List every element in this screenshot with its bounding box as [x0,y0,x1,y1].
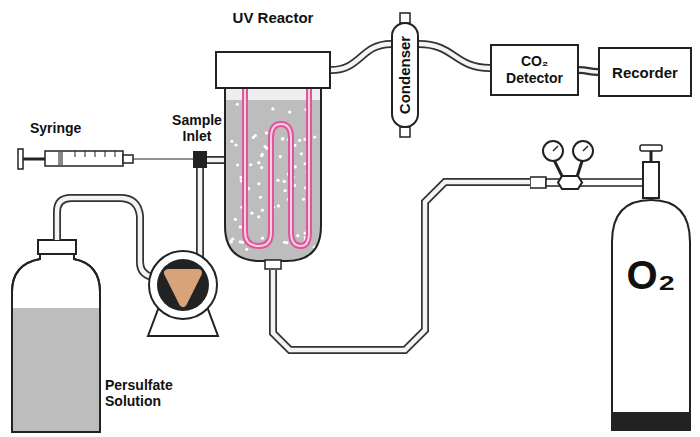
syringe-label: Syringe [30,120,100,136]
vessel-wall [225,88,321,261]
gas-bubble [236,163,239,166]
tube-outline [331,44,391,70]
gas-tube [419,44,490,68]
gas-bubble [313,135,316,138]
gas-tube [331,44,391,70]
gas-bubble [260,166,263,169]
gas-bubble [298,139,301,142]
hose-nut [530,177,546,188]
condenser: Condenser [391,22,419,128]
tube-bore [419,44,490,68]
tube-bore [579,70,598,72]
gas-bubble [252,136,255,139]
gas-bubble [234,218,237,221]
peristaltic-pump [148,251,218,336]
node-text: Condenser [396,36,414,114]
gauge-needle [553,146,558,151]
node-text: Recorder [612,64,678,81]
sample-inlet-fitting [193,151,207,168]
gauge-needle [583,146,588,151]
gas-bubble [260,154,263,157]
gas-bubble [250,212,253,215]
gas-bubble [294,165,297,168]
inlet-label: Sample Inlet [166,112,228,144]
gas-bubble [276,179,279,182]
pressure-gauge [543,141,563,161]
regulator-body [558,176,582,189]
gas-inlet-fitting [265,260,281,269]
gas-bubble [230,140,233,143]
gas-bubble [257,215,260,218]
valve-handle [640,145,662,151]
gas-bubble [302,198,305,201]
gas-bubble [265,131,268,134]
gas-bubble [249,163,252,166]
tube-outline [579,70,598,72]
node-text: O₂ [612,252,690,298]
detector-box: CO₂ Detector [490,44,579,96]
recorder-box: Recorder [598,47,692,97]
reactor-lid [216,52,330,88]
gas-bubble [277,204,280,207]
tube-bore [331,44,391,70]
node-text: CO₂ Detector [496,53,573,87]
gas-bubble [257,161,260,164]
gas-bubble [296,234,299,237]
gas-bubble [239,240,242,243]
gas-bubble [281,137,284,140]
persulfate-bottle [12,240,100,432]
gas-bubble [236,103,239,106]
cylinder-base [613,412,689,430]
gas-bubble [271,107,274,110]
regulator-pipe [574,179,646,186]
gas-cylinder [612,200,690,430]
reactor-headspace [226,88,320,100]
tube-outline [419,44,490,68]
reactor-liquid [225,88,321,261]
gas-bubble [283,189,286,192]
valve-stem [650,150,653,162]
gas-bubble [281,137,284,140]
gas-bubble [245,248,248,251]
gas-bubble [263,145,266,148]
gas-bubble [300,152,303,155]
gas-bubble [261,237,264,240]
reactor-vessel [215,6,331,270]
uv-lamp-core [245,88,309,246]
gas-bubble [259,196,262,199]
solution-label: Persulfate Solution [105,377,195,409]
uv-lamp [245,88,309,246]
signal-cable [579,70,598,72]
gas-bubble [279,155,282,158]
syringe-symbol [18,149,193,169]
gas-bubble [283,180,286,183]
cylinder-valve [643,162,659,198]
pressure-gauge [573,141,593,161]
gas-bubble [231,237,234,240]
gas-bubble [239,225,242,228]
uv-reactor: UV Reactor [215,6,331,270]
gas-bubble [283,241,286,244]
node-text: UV Reactor [215,6,331,30]
gas-bubble [288,110,291,113]
gas-bubble [257,182,260,185]
gas-bubble [261,209,264,212]
gas-bubble [234,143,237,146]
oxygen-cylinder: O₂ [530,140,692,432]
